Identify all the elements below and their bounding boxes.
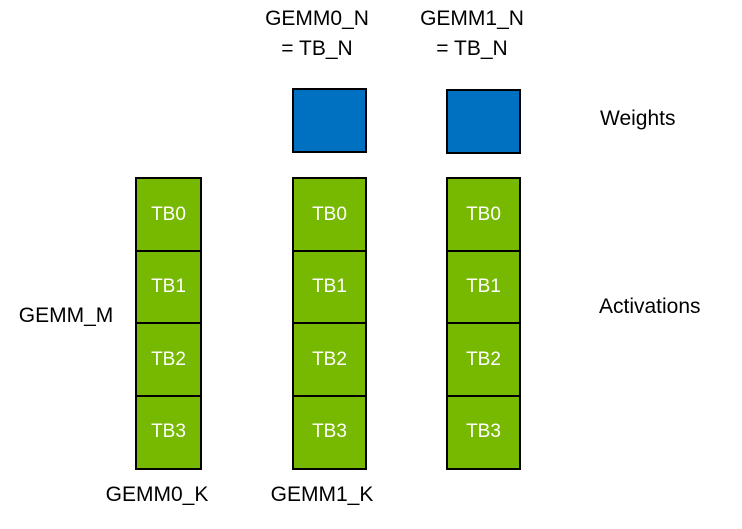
activations-column-1: TB0 TB1 TB2 TB3 — [292, 177, 367, 470]
gemm-m-label: GEMM_M — [18, 304, 114, 327]
gemm0-n-label-line2: = TB_N — [281, 37, 353, 60]
tb-block: TB3 — [446, 394, 521, 470]
tb-block: TB3 — [292, 394, 367, 470]
tb-block: TB3 — [135, 394, 202, 470]
tb-block: TB1 — [292, 249, 367, 325]
gemm0-weights-box — [292, 88, 367, 153]
gemm0-k-label: GEMM0_K — [105, 483, 209, 506]
weights-label: Weights — [600, 107, 676, 130]
gemm1-n-label: GEMM1_N = TB_N — [397, 4, 547, 64]
tb-block: TB0 — [446, 177, 521, 252]
gemm1-n-label-line2: = TB_N — [436, 37, 508, 60]
activations-label: Activations — [599, 295, 701, 318]
tb-block: TB0 — [135, 177, 202, 252]
gemm0-n-label: GEMM0_N = TB_N — [242, 4, 392, 64]
gemm1-n-label-line1: GEMM1_N — [420, 7, 524, 30]
gemm1-k-label: GEMM1_K — [270, 483, 374, 506]
tb-block: TB2 — [135, 322, 202, 397]
activations-column-2: TB0 TB1 TB2 TB3 — [446, 177, 521, 470]
activations-column-0: TB0 TB1 TB2 TB3 — [135, 177, 202, 470]
tb-block: TB2 — [292, 322, 367, 397]
tb-block: TB1 — [446, 249, 521, 325]
tb-block: TB0 — [292, 177, 367, 252]
tb-block: TB2 — [446, 322, 521, 397]
tb-block: TB1 — [135, 249, 202, 325]
gemm1-weights-box — [446, 89, 521, 154]
gemm0-n-label-line1: GEMM0_N — [265, 7, 369, 30]
